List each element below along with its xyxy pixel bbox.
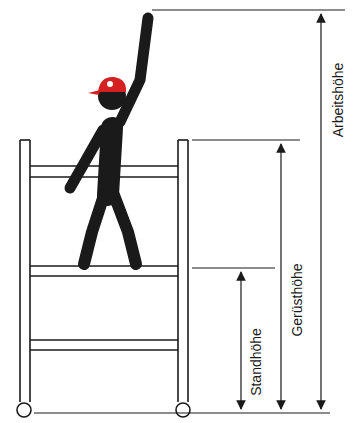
cap (98, 77, 126, 92)
post-cap (178, 139, 188, 141)
leg (114, 195, 136, 264)
post-line (187, 140, 189, 402)
dimension-arrow (240, 272, 241, 409)
torso (108, 128, 112, 195)
dimension-arrow (320, 14, 321, 409)
post-cap (20, 139, 30, 141)
rung-line (30, 339, 178, 341)
dimension-label: Arbeitshöhe (330, 63, 346, 138)
extension-line (152, 9, 345, 10)
cap-emblem (107, 81, 113, 87)
post-line (29, 140, 31, 402)
extension-line (192, 139, 300, 140)
lowered-arm (70, 130, 103, 188)
dimension-label: Standhöhe (248, 328, 264, 396)
extension-line (192, 267, 275, 268)
dimension-lines (34, 10, 345, 413)
rung-line (30, 265, 178, 267)
wheel (17, 403, 31, 417)
post-line (19, 140, 21, 402)
dimension-arrow (280, 144, 281, 409)
raised-arm (120, 18, 148, 122)
worker-figure (70, 18, 148, 264)
rung-line (30, 275, 178, 277)
cap-visor (88, 90, 100, 95)
wheel (176, 403, 190, 417)
base-line (34, 412, 330, 413)
dimension-label: Gerüsthöhe (289, 263, 305, 336)
post-line (177, 140, 179, 402)
leg (84, 195, 104, 264)
rung-line (30, 349, 178, 351)
